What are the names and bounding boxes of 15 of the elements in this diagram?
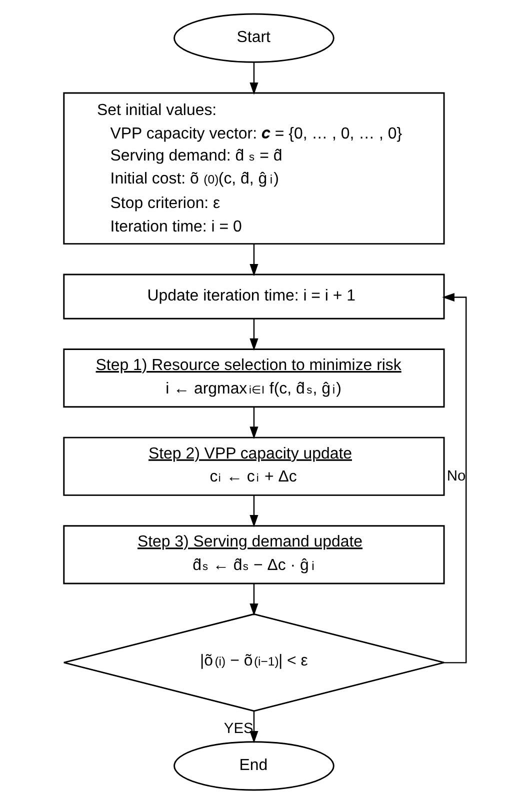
node-box: Step 2) VPP capacity update ci ← ci + Δc: [63, 436, 445, 496]
arrow: [250, 318, 258, 351]
edge-label: No: [446, 468, 466, 485]
arrow: [250, 244, 258, 276]
edge-label: YES: [224, 721, 254, 738]
arrow: [250, 62, 258, 95]
arrow: [250, 495, 258, 528]
arrow: [250, 711, 258, 744]
node-diamond: |õ(i) − õ(i−1)| < ε: [63, 613, 445, 712]
node-ellipse: Start: [174, 13, 334, 63]
node-box: Update iteration time: i = i + 1: [63, 274, 445, 320]
node-ellipse: End: [174, 741, 334, 791]
arrow: [250, 584, 258, 616]
arrow: [442, 292, 467, 664]
arrow: [250, 407, 258, 439]
